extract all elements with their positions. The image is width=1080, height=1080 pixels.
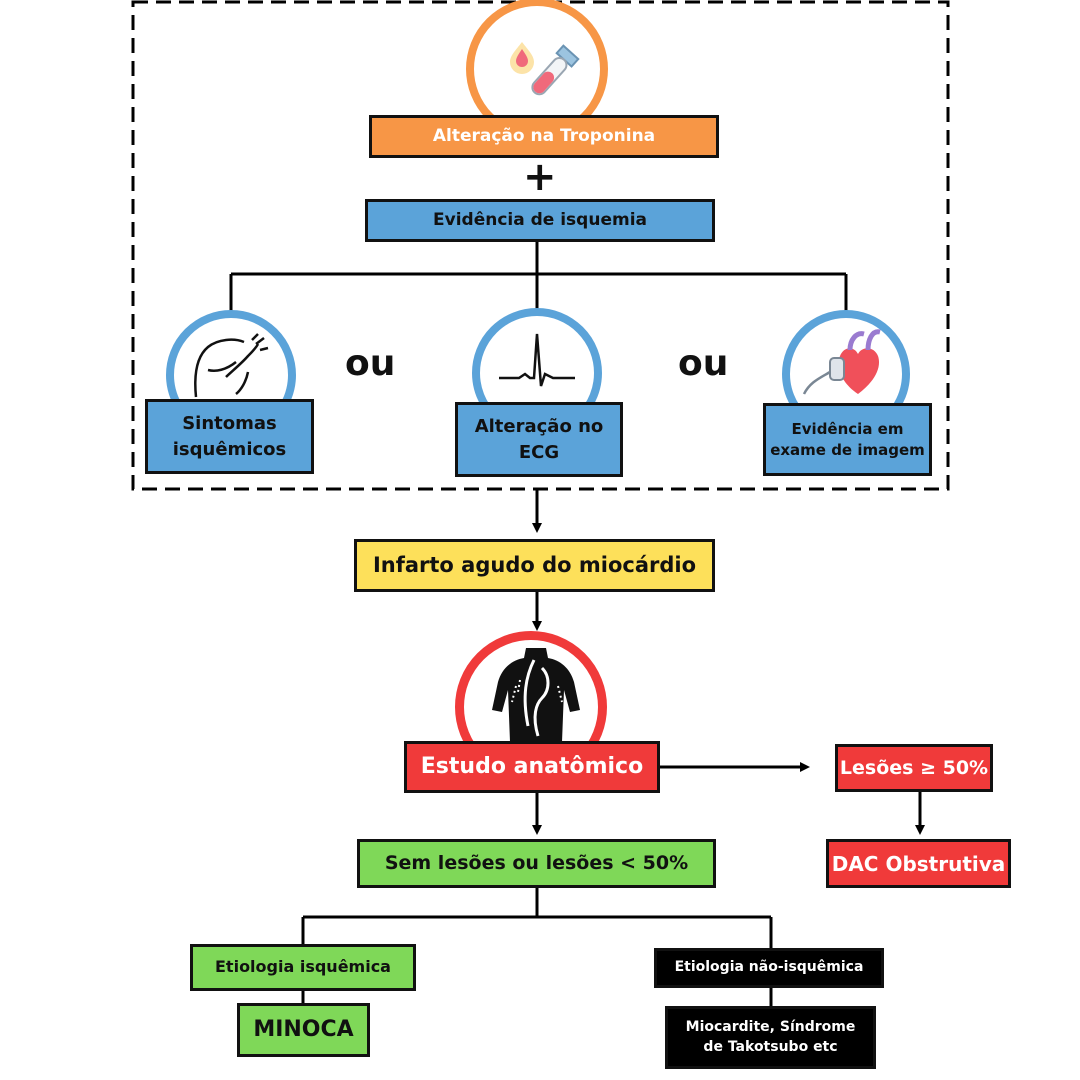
imaging-label-line2: exame de imagem [770,440,925,459]
non-ischemic-box: Etiologia não-isquêmica [654,948,884,988]
ischemic-etiology-label: Etiologia isquêmica [215,957,391,977]
imaging-label-line1: Evidência em [791,419,904,438]
symptoms-box: Sintomas isquêmicos [145,399,314,474]
imaging-box: Evidência em exame de imagem [763,403,932,476]
or-word-right: ou [678,343,729,384]
heart-ultrasound-icon [802,329,881,395]
lesions-ge50-box: Lesões ≥ 50% [835,744,993,792]
examples-line2: de Takotsubo etc [703,1038,838,1055]
blood-test-tube-icon [510,42,580,96]
or-word-left: ou [345,343,396,384]
symptoms-label-line1: Sintomas [182,413,277,435]
mi-box: Infarto agudo do miocárdio [354,539,715,592]
no-lesions-box: Sem lesões ou lesões < 50% [357,839,716,888]
plus-sign: + [523,154,557,200]
chest-pain-icon [194,333,269,398]
lesions-ge50-label: Lesões ≥ 50% [839,756,989,779]
non-ischemic-label: Etiologia não-isquêmica [674,959,864,976]
mi-label: Infarto agudo do miocárdio [372,552,697,577]
no-lesions-label: Sem lesões ou lesões < 50% [384,852,689,875]
minoca-box: MINOCA [237,1003,370,1057]
examples-box: Miocardite, Síndrome de Takotsubo etc [665,1006,876,1069]
troponin-box: Alteração na Troponina [369,115,719,158]
ischemic-etiology-box: Etiologia isquêmica [190,944,416,991]
ischemia-box: Evidência de isquemia [365,199,715,242]
ischemia-label: Evidência de isquemia [433,209,647,230]
dac-label: DAC Obstrutiva [831,851,1006,876]
examples-line1: Miocardite, Síndrome [685,1018,856,1035]
ecg-box: Alteração no ECG [455,402,623,477]
minoca-label: MINOCA [253,1016,354,1042]
anatomic-label: Estudo anatômico [420,753,644,779]
ecg-label-line1: Alteração no [474,416,604,438]
dac-box: DAC Obstrutiva [826,839,1011,888]
ecg-wave-icon [499,333,575,387]
ecg-label-line2: ECG [518,441,560,463]
anatomic-box: Estudo anatômico [404,741,660,793]
coronary-body-icon [492,648,580,742]
troponin-label: Alteração na Troponina [432,125,656,146]
dashed-group-border [131,0,950,491]
symptoms-label-line2: isquêmicos [172,438,287,460]
